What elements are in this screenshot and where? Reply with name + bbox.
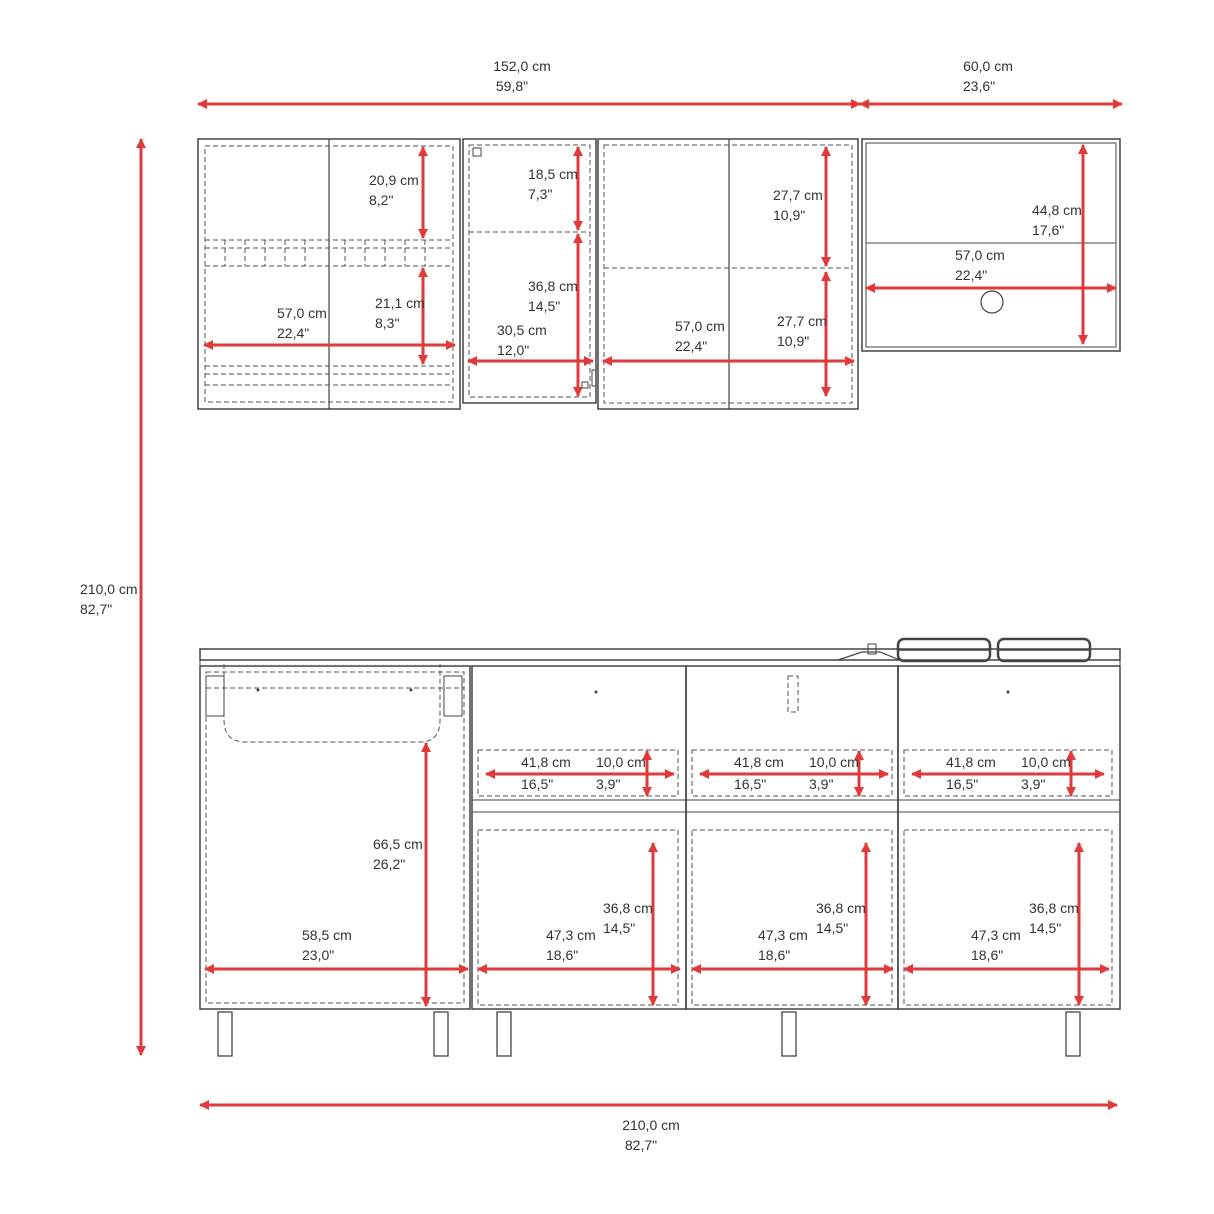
label-u1-top-h-in: 8,2" <box>369 192 393 208</box>
label-total-height-cm: 210,0 cm <box>80 581 138 597</box>
label-u2-mid-h-cm: 36,8 cm <box>528 278 578 294</box>
lower-cabinets <box>199 637 1121 1057</box>
label-u3-bot-h-in: 10,9" <box>777 333 809 349</box>
label-drawer3-w-in: 16,5" <box>946 776 978 792</box>
label-drawer2-w-in: 16,5" <box>734 776 766 792</box>
label-u4-w-cm: 57,0 cm <box>955 247 1005 263</box>
label-u4-h-cm: 44,8 cm <box>1032 202 1082 218</box>
label-cab2-h-cm: 36,8 cm <box>816 900 866 916</box>
label-drawer2-h-cm: 10,0 cm <box>809 754 859 770</box>
label-cab3-h-cm: 36,8 cm <box>1029 900 1079 916</box>
label-u3-top-h-in: 10,9" <box>773 207 805 223</box>
label-u3-top-h-cm: 27,7 cm <box>773 187 823 203</box>
dimension-labels: 152,0 cm 59,8" 60,0 cm 23,6" 210,0 cm 82… <box>80 58 1082 1153</box>
label-drawer1-h-cm: 10,0 cm <box>596 754 646 770</box>
label-u1-mid-h-in: 8,3" <box>375 315 399 331</box>
label-cab1-w-in: 18,6" <box>546 947 578 963</box>
label-total-height-in: 82,7" <box>80 601 112 617</box>
label-bottom-width-in: 82,7" <box>625 1137 657 1153</box>
dimension-arrows <box>136 99 1123 1110</box>
label-cab1-h-in: 14,5" <box>603 920 635 936</box>
label-drawer2-h-in: 3,9" <box>809 776 833 792</box>
lower-sink-cabinet <box>199 664 471 1010</box>
label-u4-w-in: 22,4" <box>955 267 987 283</box>
upper-unit-3 <box>597 138 859 410</box>
legs <box>217 1011 1081 1057</box>
label-u1-w-in: 22,4" <box>277 325 309 341</box>
label-top-width-in: 59,8" <box>496 78 528 94</box>
label-drawer3-h-in: 3,9" <box>1021 776 1045 792</box>
label-bottom-width-cm: 210,0 cm <box>622 1117 680 1133</box>
label-cab3-w-cm: 47,3 cm <box>971 927 1021 943</box>
label-u2-top-h-in: 7,3" <box>528 186 552 202</box>
upper-unit-1 <box>197 138 461 410</box>
label-u3-w-cm: 57,0 cm <box>675 318 725 334</box>
label-b1-w-in: 23,0" <box>302 947 334 963</box>
label-u2-w-in: 12,0" <box>497 342 529 358</box>
label-drawer2-w-cm: 41,8 cm <box>734 754 784 770</box>
cooktop <box>837 637 1092 663</box>
upper-cabinets <box>197 138 1121 410</box>
label-u1-w-cm: 57,0 cm <box>277 305 327 321</box>
dish-rack-slots <box>224 240 426 266</box>
label-cab2-w-in: 18,6" <box>758 947 790 963</box>
label-u3-bot-h-cm: 27,7 cm <box>777 313 827 329</box>
label-u4-h-in: 17,6" <box>1032 222 1064 238</box>
label-b1-h-cm: 66,5 cm <box>373 836 423 852</box>
upper-unit-2 <box>462 138 597 404</box>
label-u1-top-h-cm: 20,9 cm <box>369 172 419 188</box>
label-drawer3-w-cm: 41,8 cm <box>946 754 996 770</box>
label-cab3-w-in: 18,6" <box>971 947 1003 963</box>
label-u2-mid-h-in: 14,5" <box>528 298 560 314</box>
label-drawer1-w-in: 16,5" <box>521 776 553 792</box>
cable-hole <box>980 290 1004 314</box>
label-cab1-h-cm: 36,8 cm <box>603 900 653 916</box>
label-top-right-cm: 60,0 cm <box>963 58 1013 74</box>
label-top-right-in: 23,6" <box>963 78 995 94</box>
label-u3-w-in: 22,4" <box>675 338 707 354</box>
label-cab3-h-in: 14,5" <box>1029 920 1061 936</box>
label-b1-w-cm: 58,5 cm <box>302 927 352 943</box>
label-cab2-h-in: 14,5" <box>816 920 848 936</box>
upper-unit-4-open-shelf <box>861 138 1121 352</box>
label-drawer3-h-cm: 10,0 cm <box>1021 754 1071 770</box>
label-cab1-w-cm: 47,3 cm <box>546 927 596 943</box>
label-u2-top-h-cm: 18,5 cm <box>528 166 578 182</box>
label-b1-h-in: 26,2" <box>373 856 405 872</box>
lower-drawer-column-3 <box>897 665 1121 1010</box>
label-top-width-cm: 152,0 cm <box>493 58 551 74</box>
label-u1-mid-h-cm: 21,1 cm <box>375 295 425 311</box>
label-drawer1-w-cm: 41,8 cm <box>521 754 571 770</box>
label-drawer1-h-in: 3,9" <box>596 776 620 792</box>
label-cab2-w-cm: 47,3 cm <box>758 927 808 943</box>
label-u2-w-cm: 30,5 cm <box>497 322 547 338</box>
